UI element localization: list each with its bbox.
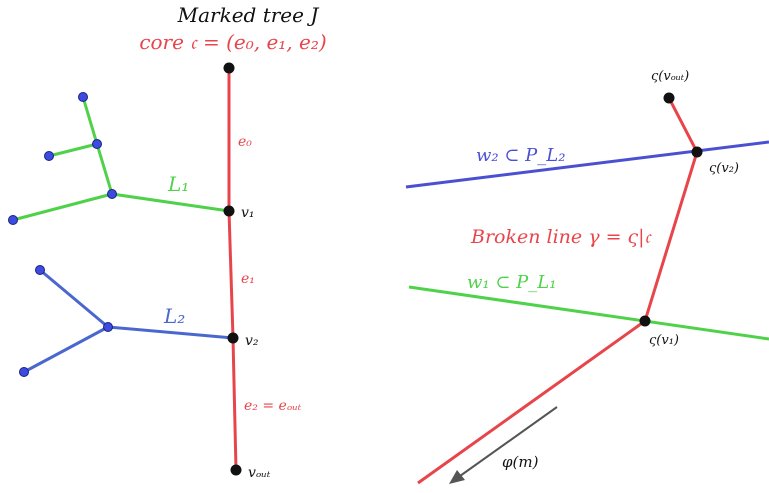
edge-label-e0: e₀ [238,134,252,150]
broken-line-label: Broken line γ = ς|𝔠 [470,226,653,248]
edge-label-e1: e₁ [241,271,255,287]
direction-arrow-head [449,470,465,484]
leg-l1-branch-edge [81,96,99,145]
point-v2-image [691,146,703,158]
leaf-vertex [107,189,117,199]
line-w2 [405,140,769,189]
point-vout-image [663,92,675,104]
leaf-vertex [19,367,29,377]
leaf-vertex [103,322,113,332]
vertex-v2 [227,332,239,344]
leg-l2-branch-edge [23,325,109,374]
edge-label-e2: e₂ = eₒᵤₜ [244,398,302,414]
point-label-vout: ς(vₒᵤₜ) [651,69,689,84]
point-label-v2: ς(v₂) [709,161,739,176]
leg-l1-branch-edge [95,143,114,195]
line-w1 [408,285,769,341]
line-label-w2: w₂ ⊂ P_L₂ [476,145,565,166]
point-label-v1: ς(v₁) [649,333,679,348]
marked-tree: Marked tree J core 𝔠 = (e₀, e₁, e₂) e₀ e… [8,3,327,481]
leg-label-l1: L₁ [167,172,189,196]
leg-l1-branch-edge [48,142,98,158]
leg-l2-branch-edge [39,268,109,329]
leaf-vertex [78,92,88,102]
direction-arrow-shaft [459,406,558,477]
leg-label-l2: L₂ [163,304,185,328]
arrow-label: φ(m) [502,453,539,471]
vertex-v1 [223,205,235,217]
broken-line-diagram: ς(vₒᵤₜ) ς(v₂) ς(v₁) w₂ ⊂ P_L₂ w₁ ⊂ P_L₁ … [405,69,769,485]
leg-l1-branch-edge [12,192,113,222]
leaf-vertex [8,215,18,225]
broken-line-gamma [417,97,699,485]
vertex-label-v2: v₂ [245,333,259,349]
leg-l1-main-edge [111,192,230,213]
leg-l2-main-edge [107,325,234,340]
leaf-vertex [44,151,54,161]
core-path [227,68,238,471]
leaf-vertex [92,139,102,149]
vertex-label-vout: vₒᵤₜ [248,465,271,481]
vertex-vout [230,464,242,476]
point-v1-image [639,315,651,327]
tree-title: Marked tree J [177,3,320,27]
line-label-w1: w₁ ⊂ P_L₁ [467,272,556,293]
core-top-vertex [223,62,235,74]
leaf-vertex [35,265,45,275]
core-label: core 𝔠 = (e₀, e₁, e₂) [139,30,326,54]
vertex-label-v1: v₁ [241,205,255,221]
